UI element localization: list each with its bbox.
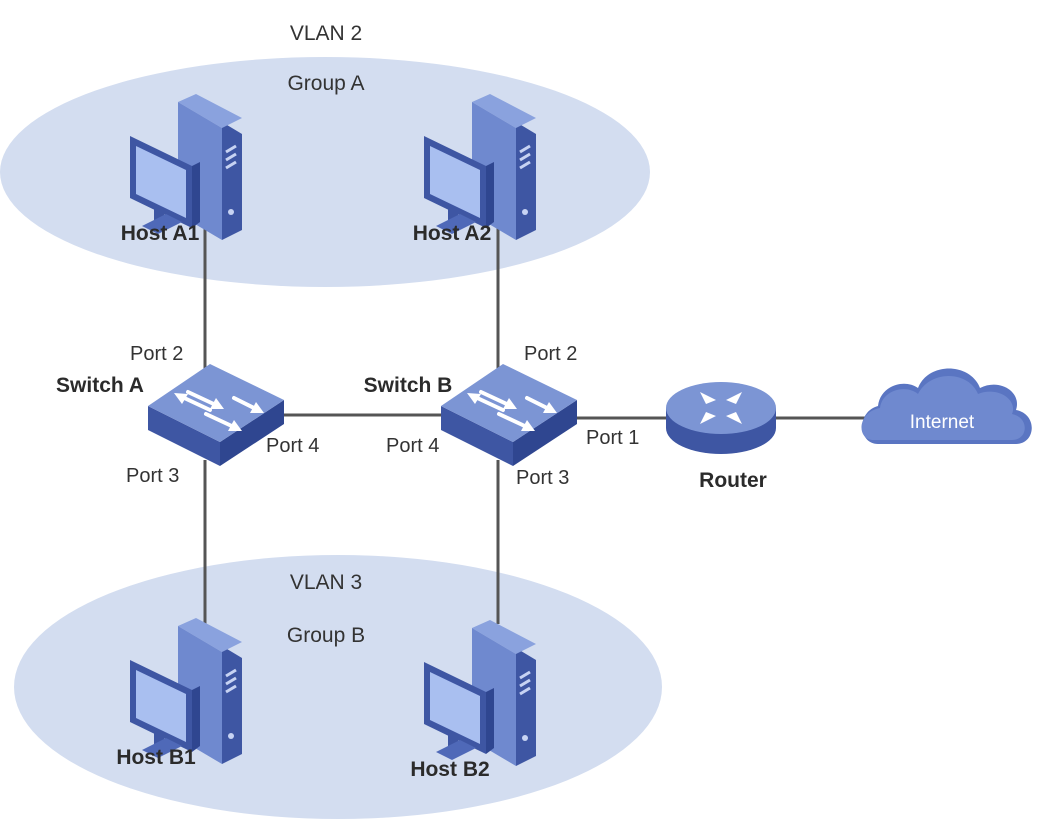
vlan3-label: VLAN 3	[290, 571, 362, 594]
switch-icon	[146, 362, 286, 468]
host-a1-label: Host A1	[121, 222, 200, 245]
switch-b-port1-label: Port 1	[586, 427, 639, 449]
switch-b-port4-label: Port 4	[386, 435, 439, 457]
router-icon	[666, 382, 776, 454]
network-links	[203, 190, 866, 632]
switch-a-port2-label: Port 2	[130, 343, 183, 365]
switch-a-port3-label: Port 3	[126, 465, 179, 487]
switch-a-port4-label: Port 4	[266, 435, 319, 457]
router-label: Router	[699, 469, 767, 492]
host-a2-label: Host A2	[413, 222, 492, 245]
host-b1-label: Host B1	[116, 746, 196, 769]
vlan2-label: VLAN 2	[290, 22, 362, 45]
group-b-label: Group B	[287, 624, 365, 647]
group-a-label: Group A	[287, 72, 364, 95]
switch-a-label: Switch A	[56, 374, 144, 397]
vlan3-group-b-area	[14, 555, 662, 819]
switch-b-label: Switch B	[364, 374, 453, 397]
switch-b-port2-label: Port 2	[524, 343, 577, 365]
switch-icon	[439, 362, 579, 468]
host-b2-label: Host B2	[410, 758, 489, 781]
switch-b-port3-label: Port 3	[516, 467, 569, 489]
internet-label: Internet	[910, 412, 975, 433]
cloud-icon	[861, 368, 1032, 444]
